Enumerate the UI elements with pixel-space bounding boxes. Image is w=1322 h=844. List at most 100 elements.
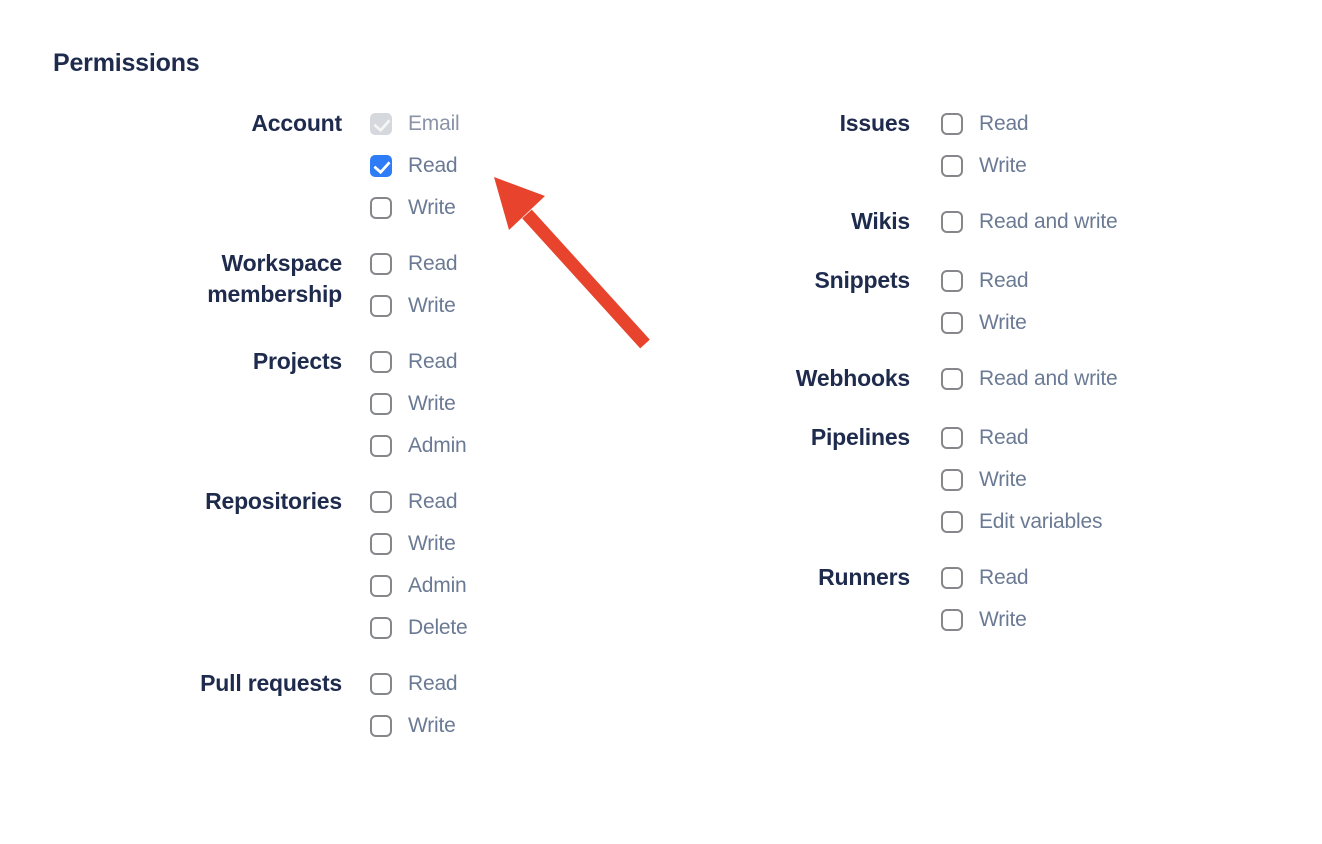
checkbox-snippets-read[interactable]: [941, 270, 963, 292]
option-label: Admin: [408, 574, 467, 597]
group-label-snippets: Snippets: [814, 267, 910, 293]
permission-row-issues-write[interactable]: Write: [941, 154, 1028, 178]
option-label: Read: [408, 672, 458, 695]
option-label: Read: [979, 426, 1029, 449]
group-label-pull-requests: Pull requests: [200, 670, 342, 696]
checkbox-pull-requests-read[interactable]: [370, 673, 392, 695]
group-label-issues: Issues: [839, 110, 911, 136]
group-label-repositories: Repositories: [205, 488, 342, 514]
option-label: Edit variables: [979, 510, 1103, 533]
checkmark-icon: [373, 114, 391, 133]
option-label: Write: [979, 608, 1027, 631]
permission-row-pull-requests-write[interactable]: Write: [370, 714, 457, 738]
permission-row-pipelines-edit-variables[interactable]: Edit variables: [941, 510, 1102, 534]
checkbox-repositories-admin[interactable]: [370, 575, 392, 597]
group-options: Read and write: [941, 210, 1118, 234]
permission-row-account-email: Email: [370, 112, 460, 136]
checkbox-pipelines-edit-variables[interactable]: [941, 511, 963, 533]
group-label-account: Account: [251, 110, 342, 136]
permission-row-workspace-membership-read[interactable]: Read: [370, 252, 458, 276]
checkbox-workspace-membership-read[interactable]: [370, 253, 392, 275]
permission-group-webhooks: Webhooks Read and write: [730, 365, 1118, 394]
permission-row-repositories-read[interactable]: Read: [370, 490, 468, 514]
checkbox-projects-write[interactable]: [370, 393, 392, 415]
group-label-projects: Projects: [252, 348, 342, 374]
group-label-workspace-membership: Workspace membership: [207, 250, 342, 307]
checkbox-workspace-membership-write[interactable]: [370, 295, 392, 317]
group-label-webhooks: Webhooks: [795, 365, 910, 391]
group-label-runners: Runners: [818, 564, 910, 590]
group-label-pipelines: Pipelines: [810, 424, 910, 450]
permission-row-snippets-read[interactable]: Read: [941, 269, 1029, 293]
permission-row-issues-read[interactable]: Read: [941, 112, 1029, 136]
permission-row-pipelines-write[interactable]: Write: [941, 468, 1102, 492]
permission-row-repositories-write[interactable]: Write: [370, 532, 468, 556]
checkbox-wikis-read-and-write[interactable]: [941, 211, 963, 233]
option-label: Read: [979, 566, 1029, 589]
option-label: Read: [979, 269, 1029, 292]
checkbox-projects-admin[interactable]: [370, 435, 392, 457]
checkbox-issues-read[interactable]: [941, 113, 963, 135]
permission-row-pipelines-read[interactable]: Read: [941, 426, 1102, 450]
permission-row-projects-write[interactable]: Write: [370, 392, 467, 416]
checkbox-account-read[interactable]: [370, 155, 392, 177]
permission-row-repositories-delete[interactable]: Delete: [370, 616, 468, 640]
checkbox-projects-read[interactable]: [370, 351, 392, 373]
checkbox-pipelines-read[interactable]: [941, 427, 963, 449]
permission-row-pull-requests-read[interactable]: Read: [370, 672, 458, 696]
permission-row-webhooks-read-and-write[interactable]: Read and write: [941, 367, 1118, 391]
option-label: Write: [408, 392, 456, 415]
permission-row-projects-read[interactable]: Read: [370, 350, 467, 374]
option-label: Read: [408, 490, 458, 513]
option-label: Write: [408, 532, 456, 555]
checkbox-repositories-read[interactable]: [370, 491, 392, 513]
checkbox-pull-requests-write[interactable]: [370, 715, 392, 737]
permission-row-wikis-read-and-write[interactable]: Read and write: [941, 210, 1118, 234]
permission-row-runners-read[interactable]: Read: [941, 566, 1029, 590]
checkbox-repositories-write[interactable]: [370, 533, 392, 555]
checkbox-repositories-delete[interactable]: [370, 617, 392, 639]
option-label: Read: [408, 252, 458, 275]
option-label: Write: [979, 468, 1027, 491]
permission-row-workspace-membership-write[interactable]: Write: [370, 294, 457, 318]
group-label-wikis: Wikis: [851, 208, 910, 234]
checkbox-account-write[interactable]: [370, 197, 392, 219]
permission-group-wikis: Wikis Read and write: [730, 208, 1118, 237]
permission-row-account-read[interactable]: Read: [370, 154, 460, 178]
checkbox-runners-read[interactable]: [941, 567, 963, 589]
checkbox-pipelines-write[interactable]: [941, 469, 963, 491]
permission-row-snippets-write[interactable]: Write: [941, 311, 1028, 335]
option-label: Read: [408, 154, 458, 177]
option-label: Admin: [408, 434, 467, 457]
option-label: Read: [979, 112, 1029, 135]
permission-row-account-write[interactable]: Write: [370, 196, 460, 220]
option-label: Write: [408, 294, 456, 317]
permission-row-projects-admin[interactable]: Admin: [370, 434, 467, 458]
checkbox-snippets-write[interactable]: [941, 312, 963, 334]
permission-row-runners-write[interactable]: Write: [941, 608, 1028, 632]
option-label: Delete: [408, 616, 468, 639]
option-label: Read and write: [979, 210, 1118, 233]
checkbox-account-email: [370, 113, 392, 135]
checkbox-webhooks-read-and-write[interactable]: [941, 368, 963, 390]
checkbox-issues-write[interactable]: [941, 155, 963, 177]
checkbox-runners-write[interactable]: [941, 609, 963, 631]
permission-row-repositories-admin[interactable]: Admin: [370, 574, 468, 598]
